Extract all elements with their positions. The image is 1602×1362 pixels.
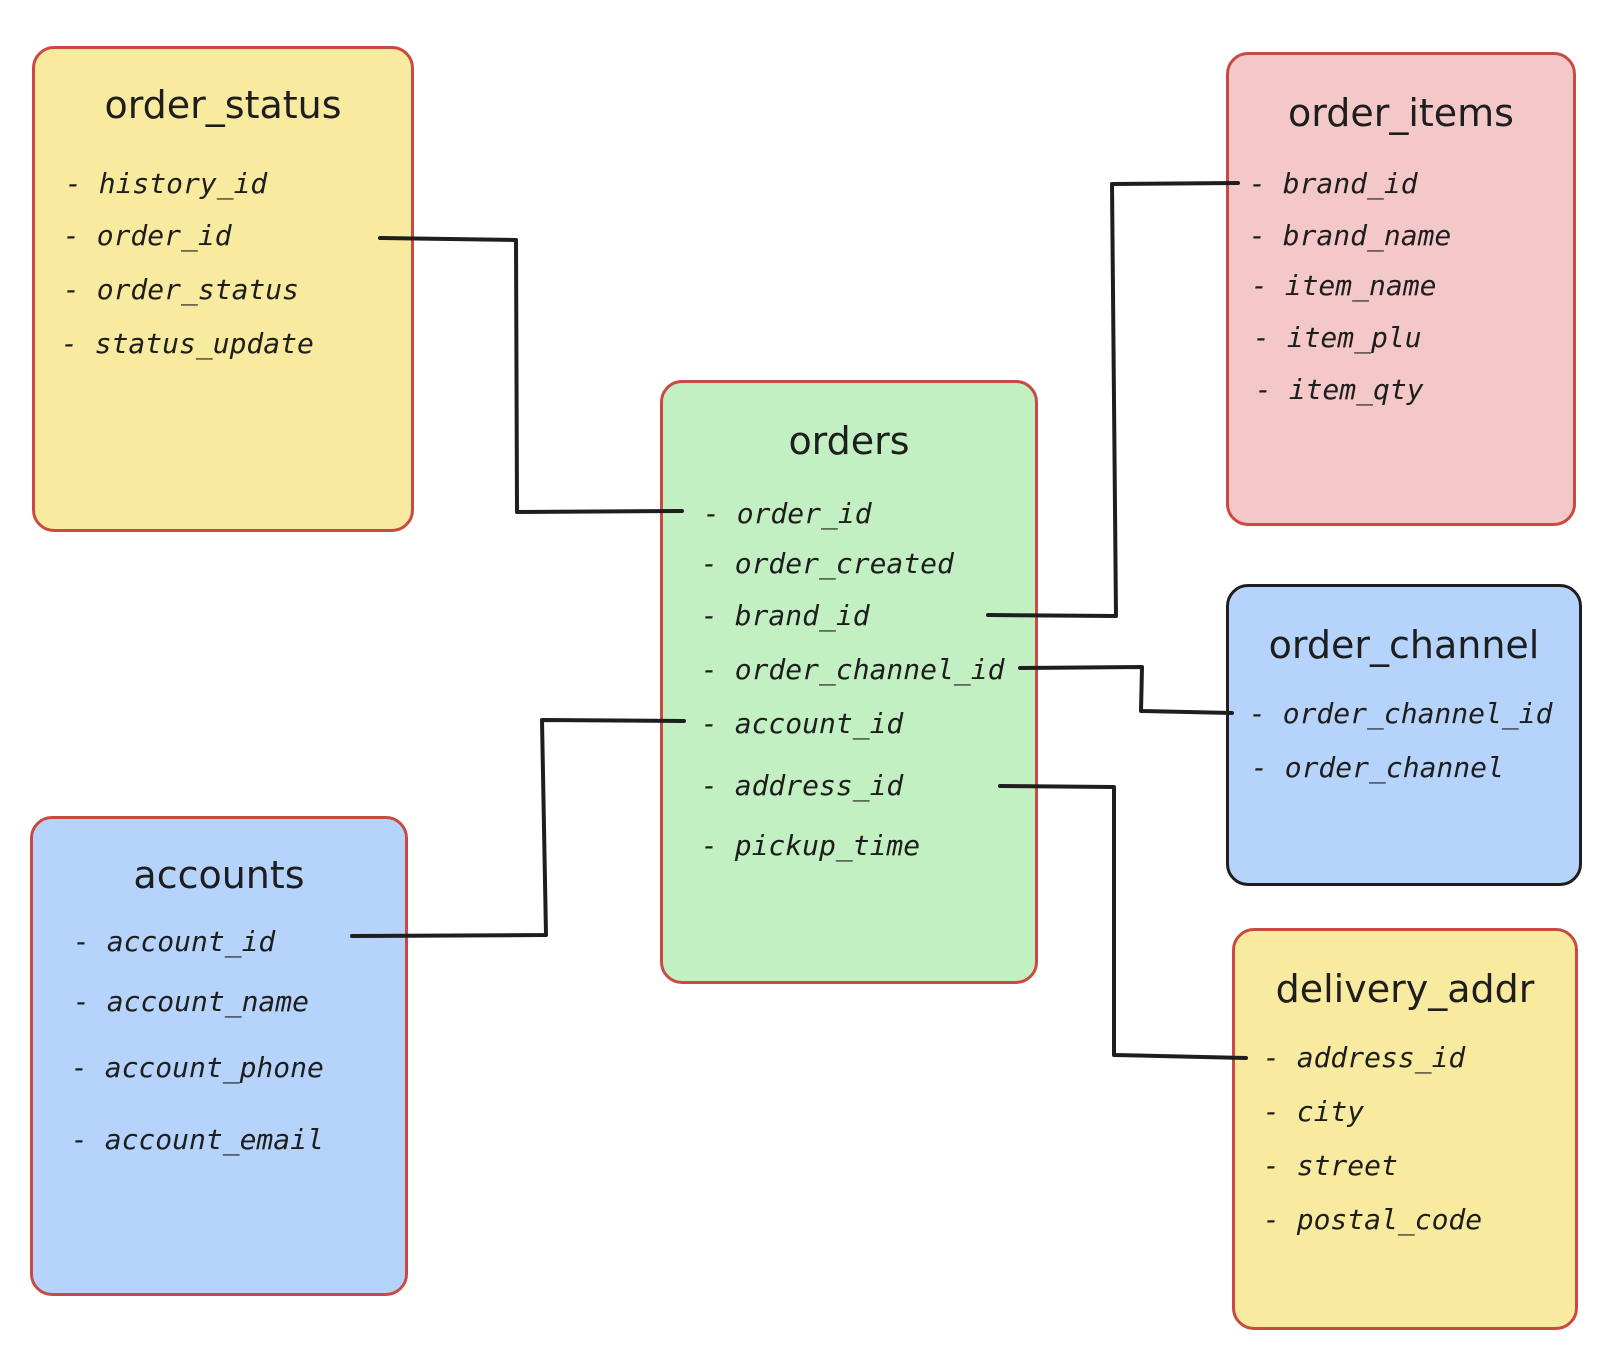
field: - order_id — [63, 219, 232, 252]
field: - status_update — [61, 327, 314, 360]
field: - order_created — [701, 547, 954, 580]
field: - order_channel — [1251, 751, 1504, 784]
field: - city — [1263, 1095, 1365, 1128]
table-accounts: accounts - account_id - account_name - a… — [30, 816, 408, 1296]
table-title: accounts — [133, 853, 305, 897]
field: - brand_id — [1249, 167, 1418, 200]
field: - address_id — [701, 769, 904, 802]
table-order-channel: order_channel - order_channel_id - order… — [1226, 584, 1582, 886]
table-title: order_status — [104, 83, 342, 127]
field: - account_name — [73, 985, 310, 1018]
table-order-status: order_status - history_id - order_id - o… — [32, 46, 414, 532]
connector-order-status-to-orders — [378, 236, 684, 514]
field: - order_channel_id — [701, 653, 1005, 686]
field: - item_qty — [1255, 373, 1424, 406]
table-orders: orders - order_id - order_created - bran… — [660, 380, 1038, 984]
field: - street — [1263, 1149, 1398, 1182]
field: - postal_code — [1263, 1203, 1483, 1236]
table-title: order_channel — [1268, 623, 1540, 667]
field: - order_channel_id — [1249, 697, 1553, 730]
field: - brand_name — [1249, 219, 1452, 252]
field: - pickup_time — [701, 829, 921, 862]
field: - brand_id — [701, 599, 870, 632]
table-delivery-addr: delivery_addr - address_id - city - stre… — [1232, 928, 1578, 1330]
field: - item_plu — [1253, 321, 1422, 354]
field: - order_status — [63, 273, 300, 306]
table-title: delivery_addr — [1275, 967, 1535, 1011]
field: - account_phone — [71, 1051, 324, 1084]
field: - account_id — [73, 925, 276, 958]
field: - history_id — [65, 167, 268, 200]
field: - account_id — [701, 707, 904, 740]
field: - address_id — [1263, 1041, 1466, 1074]
field: - order_id — [703, 497, 872, 530]
field: - account_email — [71, 1123, 324, 1156]
table-title: orders — [788, 419, 910, 463]
field: - item_name — [1251, 269, 1437, 302]
table-title: order_items — [1288, 91, 1514, 135]
connector-orders-to-order-channel — [1018, 665, 1234, 715]
table-order-items: order_items - brand_id - brand_name - it… — [1226, 52, 1576, 526]
